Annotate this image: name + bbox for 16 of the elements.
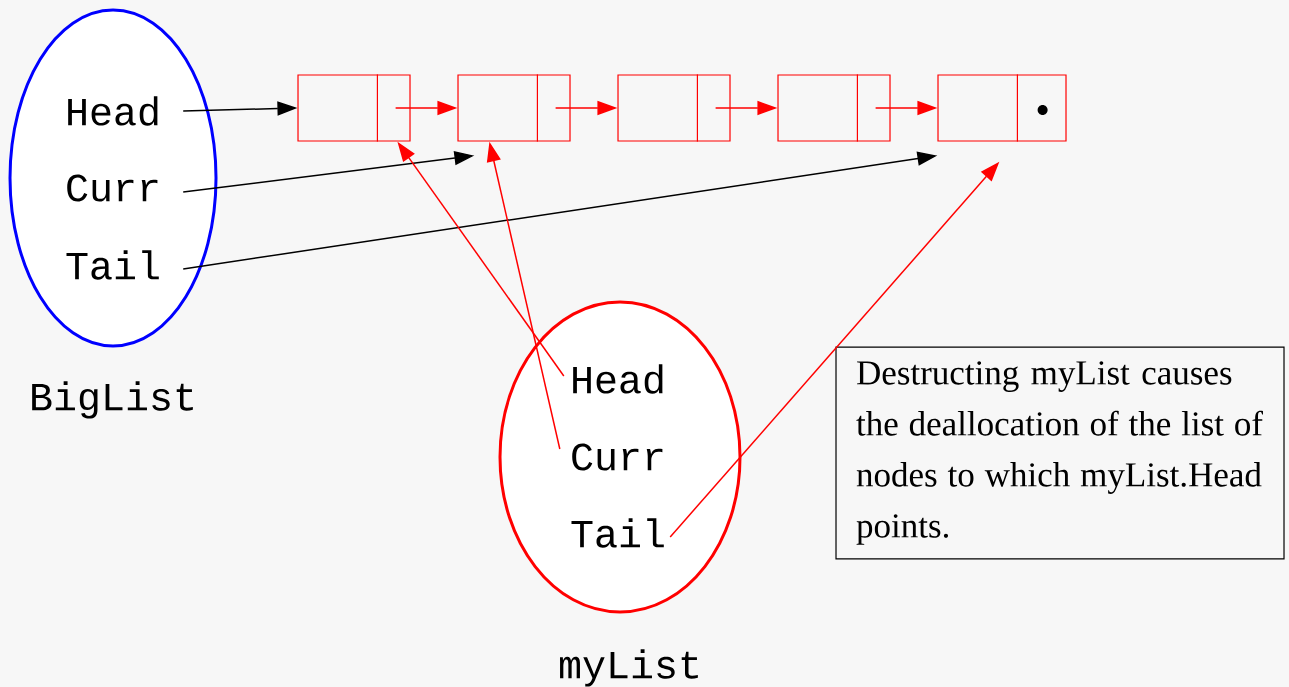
field-name: Tail — [66, 250, 159, 280]
list-cell — [297, 73, 411, 143]
field-name: Tail — [571, 518, 664, 548]
list-cell — [457, 73, 571, 143]
ellipse — [498, 300, 742, 614]
list-cell — [617, 73, 731, 143]
field-name: Curr — [67, 174, 158, 202]
list-cell — [777, 73, 891, 143]
list-cell — [937, 73, 1067, 143]
list-name: myList — [559, 649, 698, 687]
field-name: Head — [573, 364, 663, 394]
field-name: Curr — [572, 443, 663, 471]
note-box: Destructing myList causes the deallocation of the list of nodes to which myList.Head points. — [835, 346, 1285, 560]
field-name: Head — [68, 96, 158, 126]
ellipse — [8, 8, 218, 348]
list-name: BigList — [32, 381, 193, 419]
